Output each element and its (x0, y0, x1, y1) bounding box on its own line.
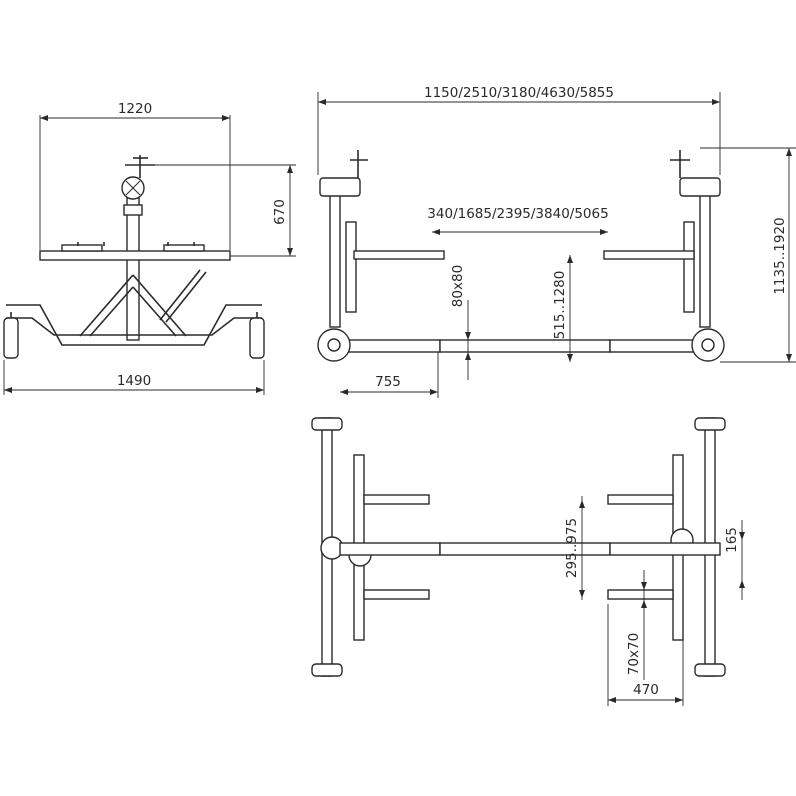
dim-plan-arm-section: 70x70 (626, 633, 642, 675)
dim-side-end-offset: 755 (375, 374, 401, 390)
dim-side-arm-height: 515..1280 (552, 271, 568, 340)
plan-view (311, 417, 745, 706)
dim-plan-small-offset: 165 (724, 527, 740, 553)
dim-plan-arm-offset: 295..975 (564, 518, 580, 578)
dim-plan-arm-length: 470 (633, 682, 659, 698)
dim-side-arm-spacing: 340/1685/2395/3840/5065 (427, 206, 608, 222)
dim-side-overall-height: 1135..1920 (772, 217, 788, 294)
dim-side-total-length: 1150/2510/3180/4630/5855 (424, 85, 614, 101)
dim-front-height: 670 (272, 199, 288, 225)
side-view (317, 92, 796, 398)
dim-front-base-width: 1490 (117, 373, 151, 389)
dim-side-tube-section: 80x80 (450, 265, 466, 307)
front-view (3, 115, 296, 395)
dim-front-top-width: 1220 (118, 101, 152, 117)
